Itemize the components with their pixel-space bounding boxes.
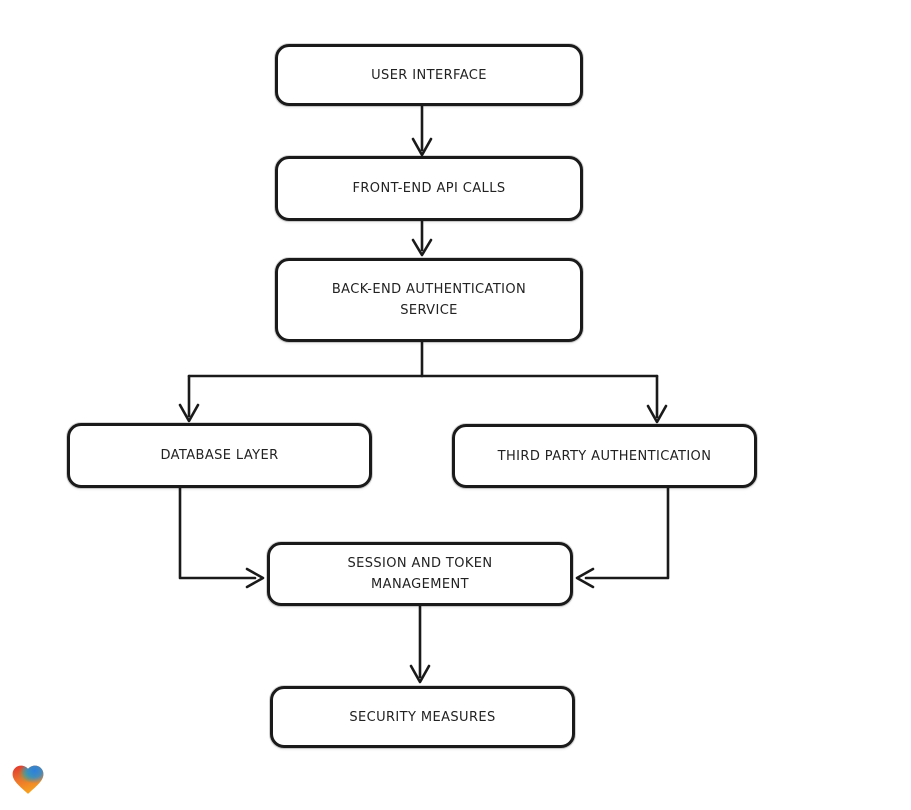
node-label-security-measures: SECURITY MEASURES	[349, 709, 496, 725]
arrowhead-down-icon	[409, 664, 431, 684]
arrowhead-down-icon	[178, 403, 200, 423]
node-label-third-party-authentication: THIRD PARTY AUTHENTICATION	[497, 448, 712, 464]
node-front-end-api-calls: FRONT-END API CALLS	[275, 156, 583, 221]
node-third-party-authentication: THIRD PARTY AUTHENTICATION	[452, 424, 757, 488]
arrowhead-left-icon	[575, 567, 595, 589]
heart-blue-tint	[12, 765, 44, 794]
node-security-measures: SECURITY MEASURES	[270, 686, 575, 748]
node-back-end-authentication-service: BACK-END AUTHENTICATION SERVICE	[275, 258, 583, 342]
node-user-interface: USER INTERFACE	[275, 44, 583, 106]
arrowhead-right-icon	[245, 567, 265, 589]
node-session-and-token-management: SESSION AND TOKEN MANAGEMENT	[267, 542, 573, 606]
edge-session-management-to-security-measures	[409, 604, 431, 684]
node-label-session-and-token-management: SESSION AND TOKEN MANAGEMENT	[347, 556, 493, 592]
heart-logo[interactable]	[9, 761, 47, 798]
edge-front-end-api-calls-to-back-end-authentication	[411, 219, 433, 257]
arrowhead-down-icon	[411, 137, 433, 157]
edge-back-end-authentication-branch	[178, 340, 668, 424]
edge-database-layer-to-session-management	[178, 486, 265, 589]
node-database-layer: DATABASE LAYER	[67, 423, 372, 488]
edge-user-interface-to-front-end-api-calls	[411, 104, 433, 157]
node-label-front-end-api-calls: FRONT-END API CALLS	[352, 181, 506, 196]
arrowhead-down-icon	[411, 238, 433, 257]
arrowhead-down-icon	[646, 404, 668, 424]
node-label-database-layer: DATABASE LAYER	[160, 448, 279, 463]
node-label-user-interface: USER INTERFACE	[371, 67, 487, 83]
node-label-back-end-authentication-service: BACK-END AUTHENTICATION SERVICE	[331, 282, 527, 318]
edge-third-party-auth-to-session-management	[575, 486, 670, 589]
